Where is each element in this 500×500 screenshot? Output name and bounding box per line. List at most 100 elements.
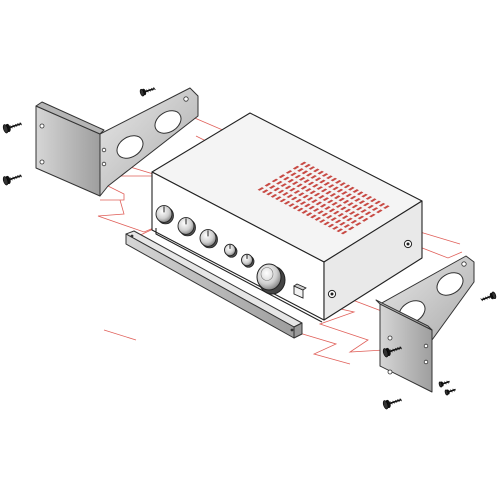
side-mounting-hole-center — [330, 292, 334, 296]
vent-slot — [271, 178, 279, 183]
rack-ear-right-hole — [387, 369, 393, 375]
vent-slot — [336, 188, 344, 193]
vent-slot — [292, 205, 300, 210]
vent-slot — [318, 195, 325, 199]
vent-slot — [369, 213, 376, 218]
vent-slot — [317, 210, 324, 215]
screw-icon — [444, 388, 456, 396]
screw-icon — [139, 87, 156, 97]
vent-slot — [360, 209, 367, 213]
rack-ear-left — [35, 87, 199, 197]
vent-slot — [332, 226, 339, 230]
front-rail-hole — [130, 234, 134, 238]
knob-icon — [199, 229, 218, 249]
vent-slot — [303, 179, 310, 183]
vent-slot — [357, 215, 365, 220]
vent-slot — [341, 191, 348, 195]
rack-ear-left-hole — [39, 123, 45, 129]
vent-slot — [305, 212, 313, 217]
vent-slot — [290, 172, 297, 177]
screw-icon — [382, 346, 403, 358]
rack-ear-left-hole — [183, 96, 189, 102]
vent-slot — [347, 202, 354, 206]
side-mounting-hole-center — [406, 242, 410, 246]
vent-slot — [306, 172, 313, 177]
vent-slot — [350, 219, 358, 224]
vent-slot — [304, 163, 311, 168]
vent-slot — [306, 196, 314, 201]
vent-slot — [289, 187, 296, 192]
vent-slot — [321, 173, 329, 177]
rack-ear-right-hole — [461, 261, 467, 267]
vent-slot — [365, 196, 373, 200]
vent-slot — [351, 204, 358, 209]
vent-slot — [261, 189, 269, 194]
vent-slot — [322, 197, 330, 201]
vent-slot — [317, 170, 324, 175]
vent-slot — [371, 207, 379, 211]
guide-line — [419, 231, 461, 245]
vent-slot — [323, 221, 330, 226]
vent-slot — [269, 185, 276, 189]
vent-slot — [276, 180, 283, 185]
vent-slot — [310, 175, 317, 179]
vent-slot — [273, 187, 280, 192]
front-rail — [125, 230, 303, 339]
vent-slot — [363, 202, 370, 207]
vent-slot — [323, 181, 330, 186]
vent-slot — [299, 161, 307, 166]
screw-icon — [382, 398, 403, 410]
vent-slot — [266, 191, 273, 196]
vent-slot — [285, 170, 293, 174]
rack-ear-left-hole — [101, 161, 107, 167]
vent-slot — [358, 200, 366, 204]
vent-slot — [342, 199, 350, 204]
vent-slot — [319, 203, 327, 208]
vent-slot — [310, 214, 317, 219]
vent-slot — [325, 190, 332, 195]
vent-slot — [347, 226, 355, 231]
vent-slot — [305, 188, 312, 192]
rack-ear-right-oval-slot — [436, 272, 464, 296]
vent-slot — [287, 178, 294, 183]
vent-slot — [334, 219, 342, 224]
rack-ear-left-fold — [35, 101, 105, 135]
vent-slot — [284, 185, 292, 190]
vent-slot — [330, 177, 338, 182]
knob-icon — [177, 217, 196, 237]
vent-slot — [257, 187, 264, 191]
switch-icon — [293, 283, 307, 299]
vent-slot — [312, 183, 319, 188]
vent-slot — [295, 198, 302, 203]
vent-slot — [283, 176, 290, 181]
guide-line — [99, 181, 125, 201]
vent-slot — [308, 166, 316, 170]
vent-slot — [319, 219, 326, 223]
vent-slot — [328, 208, 336, 213]
rack-ear-right-fold — [375, 299, 433, 331]
rack-ear-right — [375, 255, 475, 393]
vent-slot — [302, 194, 309, 199]
vent-slot — [313, 168, 320, 173]
front-rail-end — [293, 322, 303, 339]
vent-slot — [308, 205, 315, 210]
vent-slot — [326, 175, 333, 180]
rack-ear-left-oval-slot — [116, 135, 144, 159]
vent-slot — [319, 179, 326, 184]
amplifier-chassis — [151, 112, 423, 323]
screw-set — [2, 87, 497, 410]
vent-slot — [270, 194, 278, 198]
screw-icon — [2, 122, 23, 134]
vent-slot — [312, 208, 320, 212]
vent-slot — [374, 200, 381, 205]
knob-icon — [241, 253, 255, 268]
vent-slot — [309, 190, 316, 195]
vent-slot — [335, 204, 343, 208]
vent-slot — [338, 197, 345, 202]
vent-slot — [370, 198, 377, 203]
rack-ear-left-hole — [101, 147, 107, 153]
vent-slot — [344, 208, 351, 213]
vent-slot — [324, 206, 331, 210]
vent-slot — [343, 224, 350, 228]
vent-slot — [354, 198, 361, 202]
